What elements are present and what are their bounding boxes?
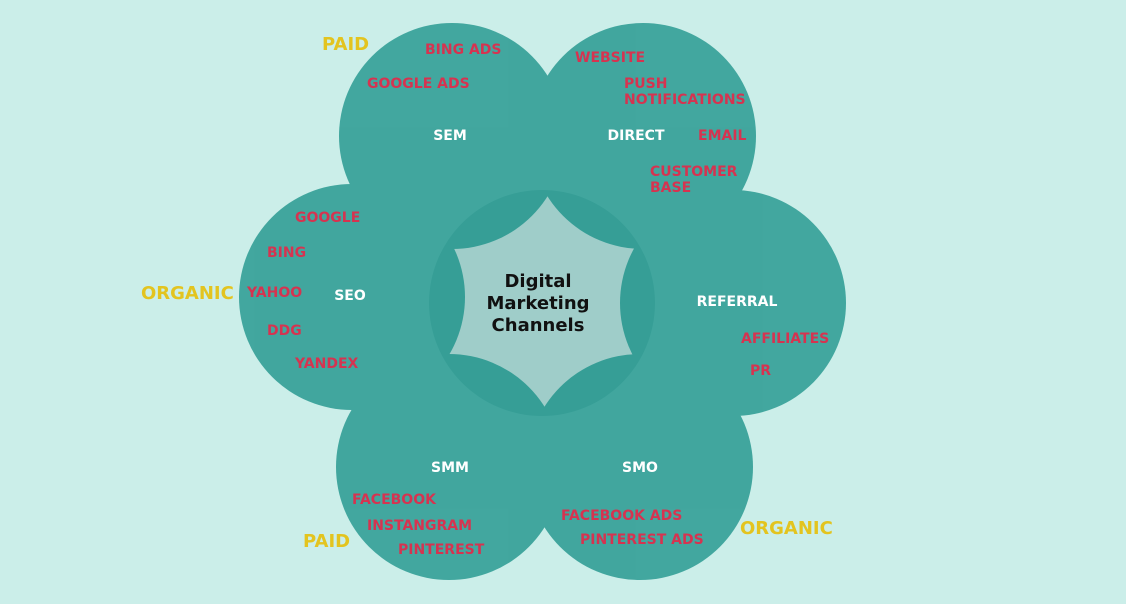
category-paid-top: PAID [322, 34, 370, 55]
category-paid-bottom: PAID [303, 531, 351, 552]
item-bing-ads: BING ADS [425, 42, 502, 58]
item-affiliates: AFFILIATES [741, 331, 830, 347]
item-bing: BING [267, 245, 307, 261]
item-google: GOOGLE [295, 210, 361, 226]
center-title-line-1: Digital [504, 271, 572, 292]
item-facebook-ads: FACEBOOK ADS [561, 508, 683, 524]
circle-referral [620, 190, 846, 416]
item-instangram: INSTANGRAM [367, 518, 473, 534]
item-yandex: YANDEX [295, 356, 359, 372]
center-title: Digital Marketing Channels [468, 271, 608, 337]
category-organic-bottom: ORGANIC [740, 518, 833, 539]
center-title-line-3: Channels [491, 315, 585, 336]
center-circle [429, 190, 655, 416]
circle-smo [527, 354, 753, 580]
item-google-ads: GOOGLE ADS [367, 76, 470, 92]
channel-direct: DIRECT [607, 128, 665, 144]
circle-smm [336, 354, 562, 580]
circle-sem [339, 23, 565, 249]
item-pinterest-ads: PINTEREST ADS [580, 532, 704, 548]
item-pr: PR [750, 363, 772, 379]
center-title-line-2: Marketing [486, 293, 590, 314]
channel-smm: SMM [431, 460, 469, 476]
channel-sem: SEM [433, 128, 467, 144]
category-organic-left: ORGANIC [141, 283, 234, 304]
item-ddg: DDG [267, 323, 302, 339]
item-email: EMAIL [698, 128, 747, 144]
circle-seo [239, 184, 465, 410]
item-facebook: FACEBOOK [352, 492, 436, 508]
circle-direct [530, 23, 756, 249]
channel-seo: SEO [334, 288, 366, 304]
channel-referral: REFERRAL [696, 294, 778, 310]
item-push-notifications: PUSH NOTIFICATIONS [624, 76, 746, 108]
item-pinterest: PINTEREST [398, 542, 485, 558]
channel-smo: SMO [622, 460, 658, 476]
item-website: WEBSITE [575, 50, 646, 66]
item-yahoo: YAHOO [247, 285, 303, 301]
item-customer-base: CUSTOMER BASE [650, 164, 738, 196]
